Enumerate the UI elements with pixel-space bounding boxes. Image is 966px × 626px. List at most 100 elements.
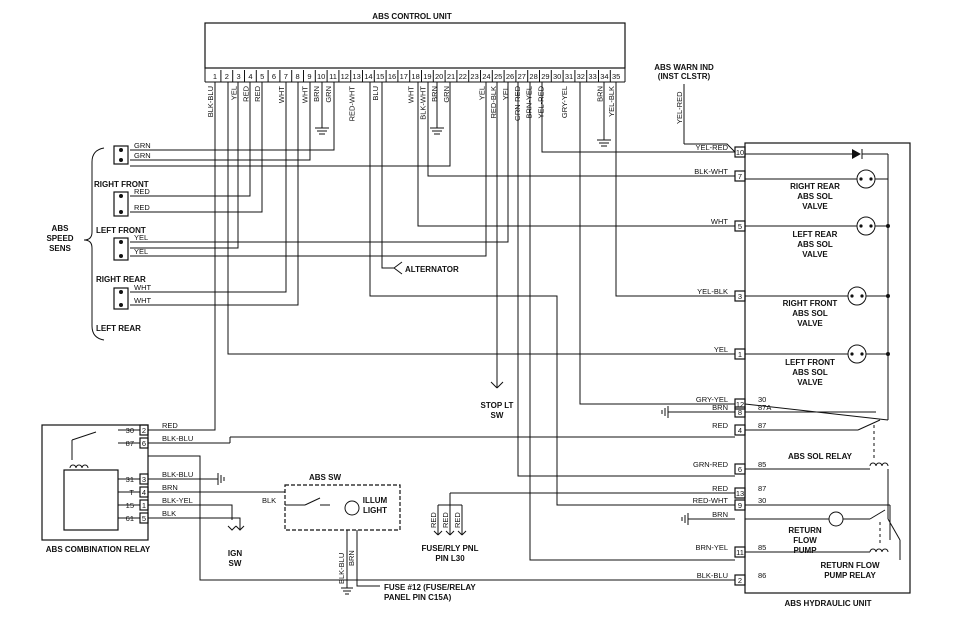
hydraulic-wire-label: RED-WHT [693,496,729,505]
sensor-terminal-icon [119,290,123,294]
abs-sw-title: ABS SW [309,473,341,482]
ecu-pin-label: 26 [506,72,514,81]
hydraulic-pin-label: 3 [738,292,742,301]
hydraulic-pin-label: 4 [738,426,742,435]
hydraulic-pin-label: 5 [738,222,742,231]
sensor-wire-label: WHT [134,283,151,292]
hydraulic-pin-label: 1 [738,350,742,359]
hydraulic-pin-label: 12 [736,400,744,409]
ecu-pin-label: 13 [352,72,360,81]
ecu-pin-label: 33 [588,72,596,81]
abs-warn-ind-title: ABS WARN IND [654,63,714,72]
valve-left-front: LEFT FRONT ABS SOL VALVE [745,344,888,387]
ign-sw-arrows [227,525,245,531]
ecu-wire-color-label: RED [253,85,262,101]
sensor-wire-label: YEL [134,247,148,256]
ecu-pin-label: 5 [260,72,264,81]
ecu-pin-label: 1 [213,72,217,81]
ecu-wire-color-label: BLU [371,86,380,101]
illum-light-label: LIGHT [363,506,387,515]
ecu-wire-color-label: RED-WHT [348,86,357,122]
ecu-pin-label: 32 [577,72,585,81]
ecu-wire-color-label: BLK-BLU [206,86,215,117]
hydraulic-pin-label: 13 [736,489,744,498]
hydraulic-wire-label: BRN-YEL [695,543,728,552]
ecu-pin-label: 28 [529,72,537,81]
alternator-label: ALTERNATOR [405,265,459,274]
abs-sol-relay: ABS SOL RELAY [744,403,889,470]
fuse-rly-wire-label: RED [441,512,450,528]
fuse-rly-pnl: RED RED RED FUSE/RLY PNL PIN L30 [422,493,479,563]
relay-pin-label: 87 [758,421,766,430]
ecu-pin-label: 11 [329,72,337,81]
ecu-pin-label: 29 [541,72,549,81]
fuse-rly-wire-label: RED [429,512,438,528]
hydraulic-wire-label: GRY-YEL [696,395,728,404]
ecu-wire-color-label: BRN-YEL [525,86,534,119]
ecu-wire-color-label: RED-BLK [489,86,498,119]
hydraulic-wire-label: YEL-RED [695,143,728,152]
combo-relay-pin-label: 3 [142,475,146,484]
combo-relay-pin-label: 6 [142,439,146,448]
sensor-terminal-icon [119,194,123,198]
relay-pin-label: 30 [758,395,766,404]
abs-speed-sens-label: SPEED [46,234,73,243]
ecu-pin-label: 34 [600,72,608,81]
fuse-rly-pnl-label: PIN L30 [435,554,465,563]
combo-relay-pin-label: 4 [142,488,146,497]
diode-icon [745,149,888,159]
ecu-wire-color-label: WHT [300,86,309,103]
speed-sensor-connector [113,237,129,261]
sensor-terminal-icon [119,303,123,307]
abs-warn-ind: ABS WARN IND (INST CLSTR) YEL-RED [654,63,736,153]
combo-relay-wire-label: BRN [162,483,178,492]
ecu-pin-label: 31 [565,72,573,81]
right-front-valve-label: RIGHT FRONT [783,299,838,308]
hydraulic-wire-label: RED [712,421,728,430]
ecu-pin-label: 23 [470,72,478,81]
ecu-wire-color-label: GRN-RED [513,85,522,121]
ecu-pin-label: 25 [494,72,502,81]
return-flow-pump-relay-label: RETURN FLOW [820,561,880,570]
ecu-pin-label: 9 [307,72,311,81]
ign-sw-label: SW [229,559,242,568]
hydraulic-wire-label: BRN [712,403,728,412]
hydraulic-pin-label: 11 [736,548,744,557]
hydraulic-pin-label: 10 [736,148,744,157]
ecu-wire-color-label: BRN [595,86,604,102]
left-front-valve-label: LEFT FRONT [785,358,835,367]
right-rear-valve-label: ABS SOL [797,192,833,201]
hydraulic-wire-label: GRN-RED [693,460,729,469]
abs-hydraulic-unit: ABS HYDRAULIC UNIT 10YEL-RED7BLK-WHT5WHT… [693,142,911,608]
combo-relay-pin-label: 1 [142,501,146,510]
illum-light-icon [344,500,360,516]
relay-pin-label: 87 [758,484,766,493]
left-front-valve-label: ABS SOL [792,368,828,377]
combo-relay-wire-label: RED [162,421,178,430]
sensor-terminal-icon [119,148,123,152]
ecu-pin-label: 15 [376,72,384,81]
relay-coil-icon [869,462,889,467]
valve-right-rear: RIGHT REAR ABS SOL VALVE [745,169,888,211]
return-flow-pump-relay-label: PUMP RELAY [824,571,876,580]
ecu-pin-label: 24 [482,72,490,81]
ecu-pin-label: 2 [225,72,229,81]
ecu-pin-label: 4 [248,72,252,81]
return-flow-pump: RETURN FLOW PUMP RETURN FLOW PUMP RELAY [745,469,901,580]
return-flow-pump-label: RETURN [788,526,822,535]
ground-icon [681,513,689,525]
ground-icon [430,82,444,135]
sensor-wire-label: GRN [134,141,151,150]
ecu-wire-color-label: RED [241,85,250,101]
abs-speed-sensors: ABS SPEED SENS RIGHT FRONT LEFT FRONT RI… [46,141,151,341]
abs-sw: ABS SW ILLUM LIGHT BLK [262,473,401,531]
sensor-terminal-icon [119,254,123,258]
abs-sol-relay-label: ABS SOL RELAY [788,452,853,461]
hydraulic-wire-label: BRN [712,510,728,519]
stop-lt-sw-label: STOP LT [481,401,514,410]
relay-pin-label: 85 [758,543,766,552]
